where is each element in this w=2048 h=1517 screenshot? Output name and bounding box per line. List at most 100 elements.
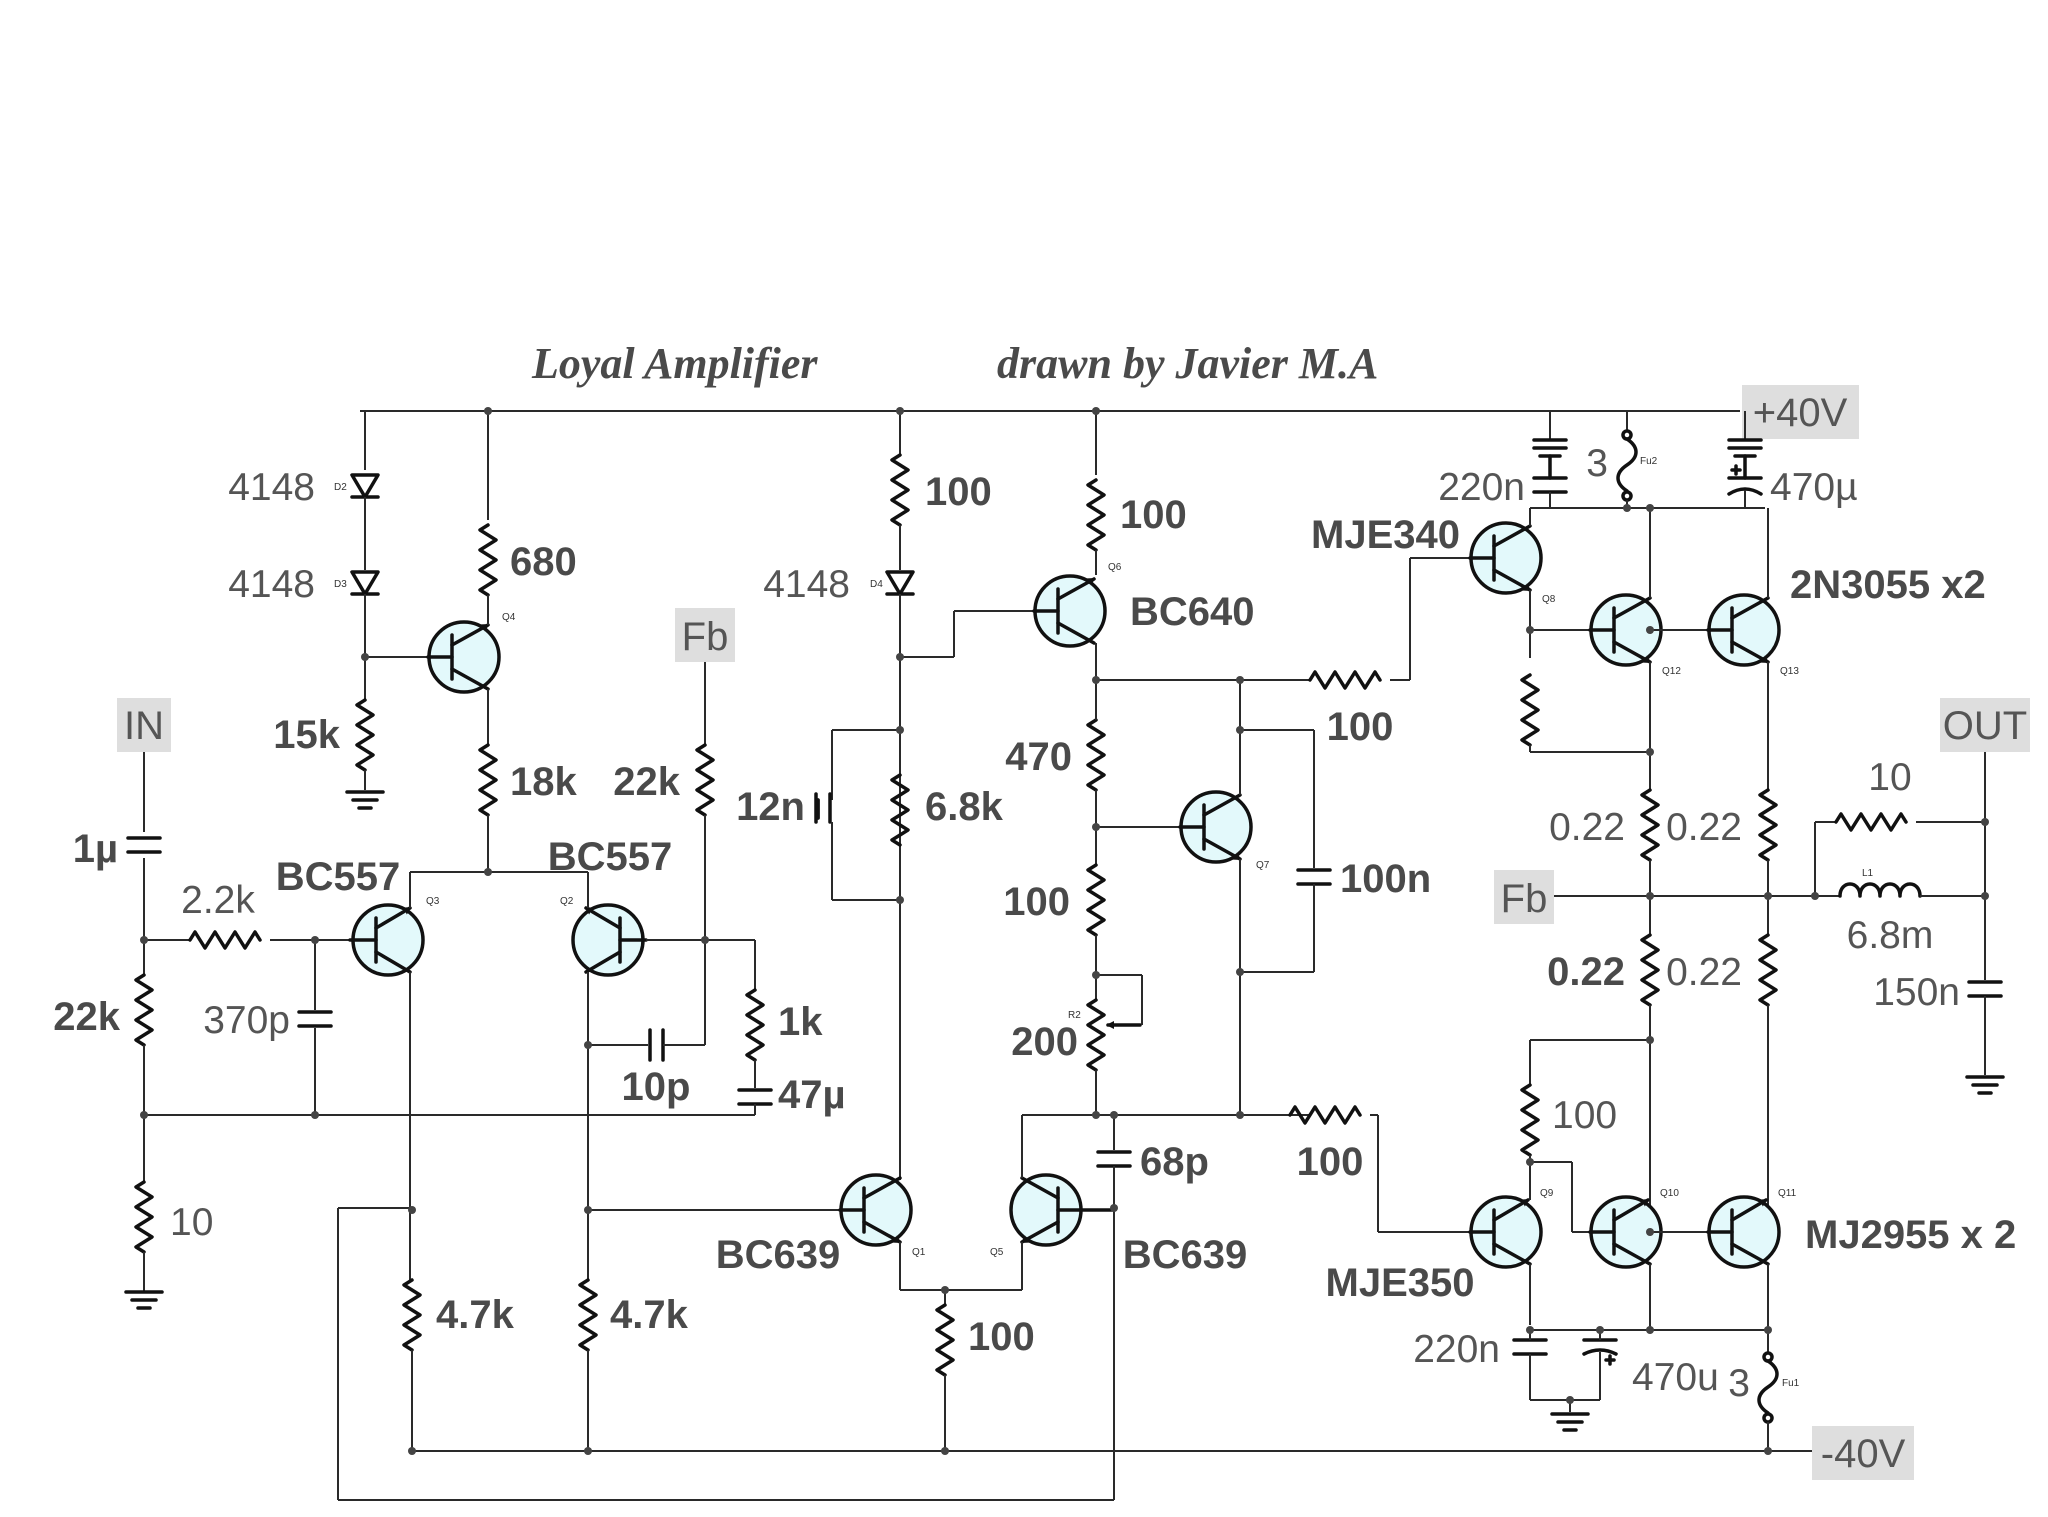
resistor-10-ground: 10: [134, 1180, 213, 1254]
resistor-100-mid: 100: [1003, 863, 1106, 937]
svg-text:220n: 220n: [1413, 1328, 1500, 1371]
svg-text:10p: 10p: [622, 1065, 691, 1109]
svg-text:0.22: 0.22: [1666, 806, 1742, 849]
positive-rail: +40V: [360, 385, 1859, 439]
resistor-022-a: 0.22: [1549, 788, 1660, 862]
svg-text:4148: 4148: [228, 563, 315, 606]
svg-text:6.8k: 6.8k: [925, 785, 1004, 829]
transistor-q1: Q1 BC639: [716, 1173, 926, 1277]
svg-text:200: 200: [1011, 1020, 1078, 1064]
svg-text:Fu1: Fu1: [1782, 1378, 1800, 1389]
author-credit: drawn by Javier M.A: [997, 339, 1378, 388]
capacitor-470u-bottom: 470u: [1582, 1338, 1719, 1399]
svg-text:100: 100: [1003, 880, 1070, 924]
transistor-q4: Q4: [426, 612, 516, 694]
svg-text:BC639: BC639: [1123, 1233, 1248, 1277]
svg-text:100: 100: [1120, 493, 1187, 537]
svg-text:4.7k: 4.7k: [436, 1293, 515, 1337]
svg-text:150n: 150n: [1873, 971, 1960, 1014]
svg-text:Q12: Q12: [1662, 666, 1681, 677]
svg-text:2.2k: 2.2k: [181, 879, 255, 922]
svg-text:D4: D4: [870, 579, 883, 590]
transistor-q5: Q5 BC639: [990, 1173, 1248, 1277]
positive-rail-label: +40V: [1753, 391, 1848, 435]
svg-text:MJE340: MJE340: [1311, 513, 1460, 557]
svg-text:100n: 100n: [1340, 857, 1431, 901]
svg-text:Q2: Q2: [560, 896, 574, 907]
resistor-6k8: 6.8k: [890, 773, 1004, 847]
capacitor-1u: 1µ: [73, 827, 162, 871]
diode-d3: D3 4148: [228, 563, 380, 606]
resistor-100-q6: 100: [1086, 478, 1187, 552]
svg-text:370p: 370p: [203, 999, 290, 1042]
resistor-15k: 15k: [273, 698, 375, 772]
resistor-470: 470: [1005, 718, 1106, 792]
transistor-q6: Q6 BC640: [1032, 562, 1255, 648]
resistor-4k7-b: 4.7k: [578, 1278, 689, 1352]
svg-text:4148: 4148: [763, 563, 850, 606]
svg-text:Q8: Q8: [1542, 594, 1556, 605]
capacitor-68p: 68p: [1096, 1140, 1209, 1184]
svg-text:Q6: Q6: [1108, 562, 1122, 573]
svg-text:OUT: OUT: [1943, 704, 2027, 748]
resistor-100-q9: 100: [1288, 1105, 1364, 1184]
input-port: IN: [117, 698, 171, 752]
resistor-10-zobel: 10: [1834, 756, 1912, 832]
capacitor-100n: 100n: [1296, 857, 1431, 901]
resistor-2k2: 2.2k: [181, 879, 262, 950]
feedback-port-left: Fb: [675, 608, 735, 662]
ground-symbol-bottom: [1550, 1412, 1590, 1432]
resistor-22k-input: 22k: [53, 973, 154, 1047]
svg-text:47µ: 47µ: [778, 1073, 846, 1117]
svg-text:Q1: Q1: [912, 1247, 926, 1258]
transistor-q2: Q2 BC557: [548, 835, 672, 977]
svg-text:Fu2: Fu2: [1640, 456, 1658, 467]
svg-text:0.22: 0.22: [1547, 950, 1625, 994]
svg-text:Q9: Q9: [1540, 1188, 1554, 1199]
svg-text:1k: 1k: [778, 1000, 823, 1044]
resistor-22k-feedback: 22k: [613, 743, 715, 817]
svg-text:10: 10: [1868, 756, 1911, 799]
svg-text:Q5: Q5: [990, 1247, 1004, 1258]
svg-text:3: 3: [1728, 1362, 1750, 1405]
transistor-q8: Q8 MJE340: [1311, 513, 1556, 605]
svg-text:4148: 4148: [228, 466, 315, 509]
inductor-l1: L1 6.8m: [1838, 868, 1933, 957]
svg-text:100: 100: [925, 470, 992, 514]
resistor-100-tail: 100: [935, 1303, 1035, 1377]
potentiometer-200: R2 200: [1011, 998, 1142, 1072]
resistor-1k: 1k: [745, 988, 823, 1062]
svg-text:Q3: Q3: [426, 896, 440, 907]
capacitor-370p: 370p: [203, 999, 333, 1042]
svg-text:Fb: Fb: [1501, 877, 1548, 921]
svg-text:470µ: 470µ: [1770, 466, 1858, 509]
capacitor-220n-top: 220n: [1438, 438, 1568, 509]
svg-text:15k: 15k: [273, 713, 340, 757]
svg-text:BC639: BC639: [716, 1233, 841, 1277]
capacitor-150n: 150n: [1873, 971, 2003, 1014]
svg-text:1µ: 1µ: [73, 827, 118, 871]
svg-text:IN: IN: [124, 704, 164, 748]
svg-text:100: 100: [1297, 1140, 1364, 1184]
resistor-100-q8: 100: [1308, 670, 1394, 749]
svg-text:Q7: Q7: [1256, 860, 1270, 871]
svg-text:Q13: Q13: [1780, 666, 1799, 677]
svg-text:100: 100: [968, 1315, 1035, 1359]
svg-text:MJE350: MJE350: [1326, 1261, 1475, 1305]
svg-text:0.22: 0.22: [1549, 806, 1625, 849]
svg-text:BC557: BC557: [276, 855, 401, 899]
resistor-022-b: 0.22: [1666, 788, 1778, 862]
svg-text:470: 470: [1005, 735, 1072, 779]
svg-text:22k: 22k: [53, 995, 120, 1039]
capacitor-47u: 47µ: [737, 1073, 846, 1117]
capacitor-12n: 12n: [736, 785, 832, 829]
svg-text:68p: 68p: [1140, 1140, 1209, 1184]
svg-text:D3: D3: [334, 579, 347, 590]
capacitor-470u-top: 470µ: [1727, 438, 1858, 509]
svg-text:680: 680: [510, 540, 577, 584]
negative-rail-label: -40V: [1821, 1432, 1906, 1476]
schematic-title: Loyal Amplifier: [531, 339, 818, 388]
svg-text:100: 100: [1552, 1094, 1617, 1137]
svg-text:D2: D2: [334, 482, 347, 493]
svg-text:100: 100: [1327, 705, 1394, 749]
